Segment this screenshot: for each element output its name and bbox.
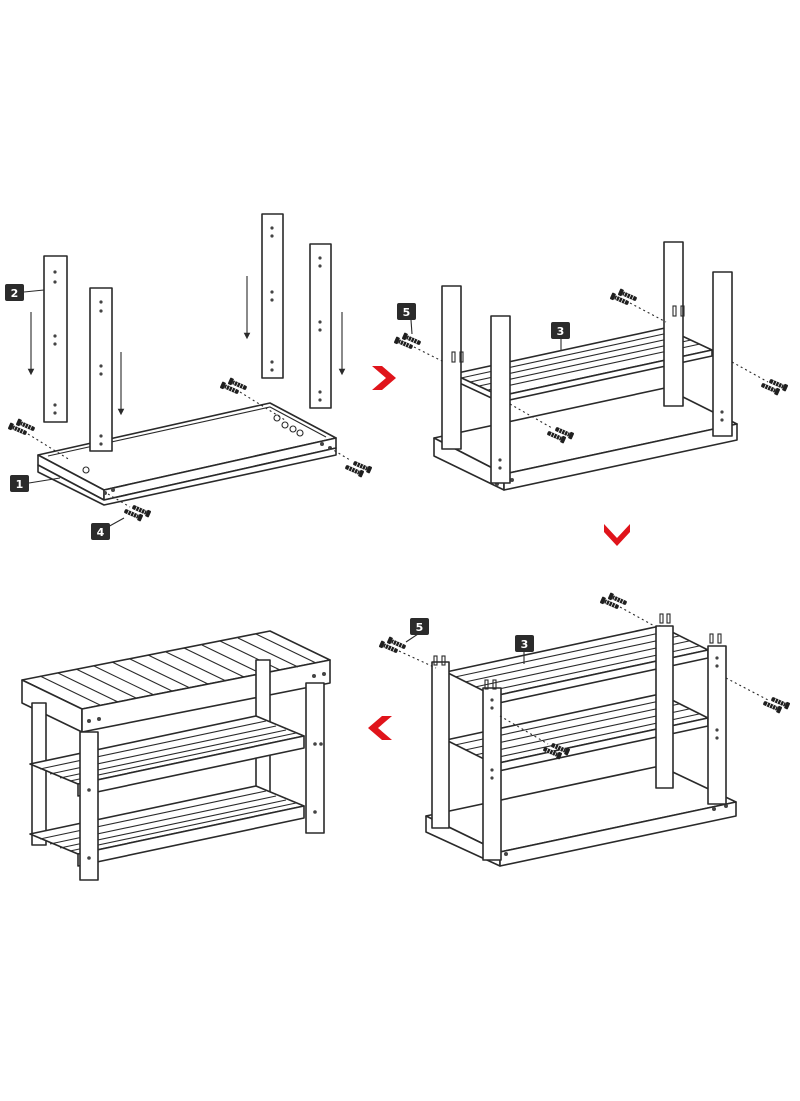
part-label: 3 [557, 325, 565, 338]
chevron-down-icon [604, 524, 630, 546]
part-label: 1 [16, 478, 24, 491]
leg-post [663, 241, 684, 407]
screw-icon [7, 377, 373, 522]
leg-post-left-back [43, 255, 68, 423]
leg-post [712, 271, 733, 437]
part-label: 4 [97, 526, 105, 539]
chevron-left-icon [368, 716, 392, 740]
step2-assembly: 5 3 [393, 241, 789, 491]
leg-post [490, 315, 511, 484]
leg-post-right-front [309, 243, 332, 409]
shelf-panel [452, 327, 713, 403]
part-label: 3 [521, 638, 529, 651]
callout-badge-3: 3 [515, 635, 534, 664]
leg-post [482, 687, 502, 861]
leg-post-left-front [89, 287, 113, 452]
part-label: 5 [403, 306, 411, 319]
leg-post [431, 661, 450, 829]
step3-assembly: 5 3 [378, 592, 791, 867]
callout-badge-2: 2 [5, 284, 45, 301]
part-label: 5 [416, 621, 424, 634]
screw-icon [378, 592, 791, 760]
screw-icon [393, 288, 789, 444]
leg-post [707, 645, 727, 805]
callout-badge-4: 4 [91, 517, 125, 540]
callout-badge-1: 1 [10, 475, 61, 492]
leg-post [655, 625, 674, 789]
callout-badge-5: 5 [397, 303, 416, 335]
chevron-right-icon [372, 366, 396, 390]
callout-badge-5: 5 [405, 618, 429, 643]
base-frame [37, 402, 337, 506]
step1-assembly: 2 1 4 [5, 213, 373, 540]
finished-shoe-bench [21, 630, 331, 881]
part-label: 2 [11, 287, 19, 300]
leg-post-right-back [261, 213, 284, 379]
leg-post [441, 285, 462, 450]
callout-badge-3: 3 [551, 322, 570, 350]
